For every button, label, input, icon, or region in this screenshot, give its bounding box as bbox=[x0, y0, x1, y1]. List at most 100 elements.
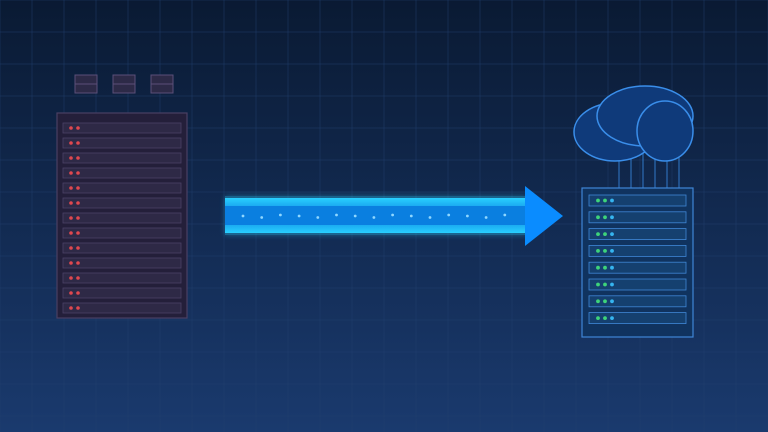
data-particle bbox=[372, 216, 376, 219]
data-particle bbox=[466, 214, 469, 218]
status-led bbox=[69, 291, 73, 295]
rack-slot bbox=[62, 287, 182, 299]
status-led bbox=[610, 198, 614, 203]
slot-panel bbox=[62, 242, 182, 254]
status-led bbox=[69, 156, 73, 160]
rack-slot bbox=[588, 211, 687, 224]
rack-slot bbox=[62, 182, 182, 194]
status-led bbox=[69, 171, 73, 175]
data-particle bbox=[279, 213, 282, 217]
rack-slot bbox=[588, 261, 687, 274]
status-led bbox=[69, 276, 73, 280]
cloud-lobe-right bbox=[636, 100, 694, 162]
module-block bbox=[112, 74, 136, 94]
status-led bbox=[610, 299, 614, 304]
slot-panel bbox=[62, 272, 182, 284]
slot-panel bbox=[62, 122, 182, 134]
cloud-icon bbox=[573, 85, 694, 162]
status-led bbox=[69, 216, 73, 220]
status-led bbox=[596, 265, 600, 270]
rack-slot bbox=[62, 197, 182, 209]
data-particle bbox=[428, 216, 432, 219]
status-led bbox=[603, 249, 607, 253]
status-led bbox=[596, 282, 600, 287]
data-particle bbox=[391, 213, 394, 217]
data-particle bbox=[353, 214, 357, 218]
status-led bbox=[596, 232, 600, 237]
slot-panel bbox=[62, 212, 182, 224]
status-led bbox=[603, 282, 607, 287]
slot-panel bbox=[588, 194, 687, 207]
slot-panel bbox=[588, 261, 687, 274]
slot-panel bbox=[588, 228, 687, 241]
rack-slot bbox=[588, 194, 687, 207]
status-led bbox=[76, 246, 80, 250]
slot-panel bbox=[62, 152, 182, 164]
rack-slot bbox=[62, 137, 182, 149]
status-led bbox=[69, 231, 73, 235]
slot-panel bbox=[588, 211, 687, 224]
status-led bbox=[603, 215, 607, 220]
status-led bbox=[610, 316, 614, 320]
status-led bbox=[76, 261, 80, 265]
data-particle bbox=[316, 216, 320, 219]
slot-panel bbox=[588, 278, 687, 291]
rack-slot bbox=[588, 244, 687, 257]
module-block bbox=[74, 74, 98, 94]
status-led bbox=[603, 198, 607, 203]
legacy-top-modules bbox=[74, 74, 174, 94]
slot-panel bbox=[62, 227, 182, 239]
status-led bbox=[610, 282, 614, 287]
status-led bbox=[596, 215, 600, 220]
status-led bbox=[603, 232, 607, 237]
status-led bbox=[69, 246, 73, 250]
rack-slot bbox=[62, 152, 182, 164]
data-particle bbox=[241, 214, 245, 218]
slot-panel bbox=[62, 302, 182, 314]
rack-slot bbox=[588, 312, 687, 325]
rack-slot bbox=[62, 242, 182, 254]
rack-slot bbox=[588, 278, 687, 291]
module-block bbox=[150, 74, 174, 94]
status-led bbox=[610, 215, 614, 220]
slot-panel bbox=[588, 244, 687, 257]
status-led bbox=[76, 231, 80, 235]
status-led bbox=[69, 306, 73, 310]
status-led bbox=[596, 249, 600, 253]
status-led bbox=[76, 276, 80, 280]
status-led bbox=[69, 201, 73, 205]
arrow-shaft-core bbox=[225, 206, 527, 225]
slot-panel bbox=[588, 312, 687, 325]
status-led bbox=[69, 141, 73, 145]
status-led bbox=[596, 316, 600, 320]
status-led bbox=[596, 198, 600, 203]
status-led bbox=[76, 216, 80, 220]
status-led bbox=[603, 316, 607, 320]
rack-slot bbox=[62, 257, 182, 269]
status-led bbox=[69, 186, 73, 190]
status-led bbox=[610, 265, 614, 270]
status-led bbox=[596, 299, 600, 304]
slot-panel bbox=[62, 197, 182, 209]
data-particle bbox=[297, 214, 301, 218]
rack-slot bbox=[588, 295, 687, 308]
legacy-server-rack-icon bbox=[56, 112, 188, 319]
status-led bbox=[603, 299, 607, 304]
data-particle bbox=[335, 213, 338, 217]
rack-slot bbox=[588, 228, 687, 241]
status-led bbox=[76, 291, 80, 295]
status-led bbox=[76, 141, 80, 145]
status-led bbox=[76, 126, 80, 130]
data-particle bbox=[409, 214, 413, 218]
cloud-server-rack-icon bbox=[581, 187, 694, 338]
status-led bbox=[76, 156, 80, 160]
slot-panel bbox=[588, 295, 687, 308]
rack-slot bbox=[62, 122, 182, 134]
status-led bbox=[76, 306, 80, 310]
data-particle bbox=[484, 216, 488, 219]
data-particle bbox=[447, 213, 451, 217]
status-led bbox=[76, 171, 80, 175]
status-led bbox=[69, 261, 73, 265]
